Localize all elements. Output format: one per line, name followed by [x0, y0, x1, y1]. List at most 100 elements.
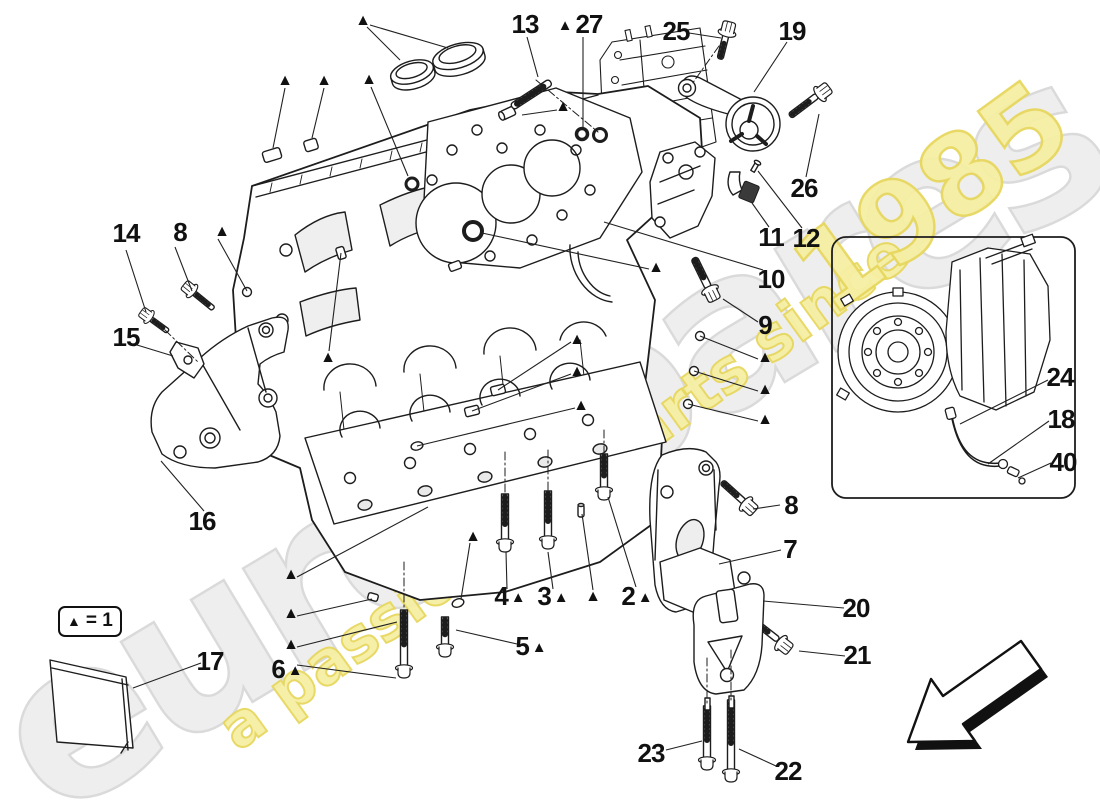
callout-label: 23 [637, 738, 666, 768]
plate-17 [49, 659, 134, 754]
direction-arrow-icon [906, 639, 1048, 750]
qty-triangle-icon: ▲ [555, 98, 571, 115]
bolt-6 [394, 609, 414, 679]
callout-label: 20 [842, 593, 871, 623]
bedplate [304, 361, 667, 525]
callout-11: 11 [758, 224, 784, 250]
bracket-10 [649, 141, 716, 239]
core-plug-small [389, 59, 436, 91]
callout-label: 27 [575, 9, 603, 39]
callout-label: 2 [621, 581, 636, 611]
callout-label: 8 [173, 217, 188, 247]
qty-triangle-icon: ▲ [287, 661, 303, 679]
callout-7: 7 [783, 534, 798, 564]
qty-triangle-icon: ▲ [569, 363, 585, 380]
bolt-23 [697, 705, 717, 771]
crankcase-skirt [323, 321, 607, 431]
callout-label: 17 [196, 646, 225, 676]
qty-triangle-icon: ▲ [277, 72, 293, 89]
callout-5: 5▲ [515, 633, 546, 659]
callout-label: 9 [758, 310, 773, 340]
callout-27: ▲27 [557, 9, 604, 39]
bolt-14 [136, 304, 170, 334]
callout-label: 7 [783, 534, 798, 564]
callout-label: 22 [774, 756, 803, 786]
qty-triangle-icon: ▲ [283, 636, 299, 653]
qty-triangle-icon: ▲ [510, 588, 526, 606]
transmission-inset [831, 233, 1076, 499]
qty-triangle-icon: ▲ [553, 588, 569, 606]
callout-label: 15 [112, 322, 141, 352]
callout-20: 20 [842, 593, 871, 623]
callout-label: 19 [778, 16, 807, 46]
bolt-25 [716, 18, 740, 60]
callout-13: 13 [511, 9, 540, 39]
qty-triangle-icon: ▲ [757, 349, 773, 366]
callout-9: 9 [758, 310, 773, 340]
callout-label: 25 [662, 16, 691, 46]
callout-17: 17 [196, 646, 225, 676]
bolt-8-left [178, 277, 215, 311]
qty-triangle-icon: ▲ [757, 411, 773, 428]
bolt-13 [510, 79, 553, 110]
callout-24: 24 [1046, 362, 1075, 392]
bolt-8-right [720, 480, 762, 520]
engine-block-drawing [49, 18, 836, 783]
callout-40: 40 [1050, 449, 1078, 475]
qty-triangle-icon: ▲ [283, 605, 299, 622]
callout-label: 13 [511, 9, 540, 39]
callout-label: 8 [784, 490, 799, 520]
bolt-5 [435, 616, 455, 658]
callout-10: 10 [757, 264, 786, 294]
bolt-4 [495, 493, 515, 553]
callout-23: 23 [637, 738, 666, 768]
callout-15: 15 [112, 322, 141, 352]
qty-triangle-icon: ▲ [316, 72, 332, 89]
callout-label: 10 [757, 264, 786, 294]
callout-label: 18 [1047, 404, 1076, 434]
qty-triangle-icon: ▲ [361, 71, 377, 88]
callout-label: 12 [792, 223, 821, 253]
callout-16: 16 [189, 508, 217, 534]
qty-triangle-icon: ▲ [320, 349, 336, 366]
callout-label: 24 [1046, 362, 1075, 392]
qty-triangle-icon: ▲ [67, 613, 81, 629]
callout-8-left: 8 [173, 217, 188, 247]
gearbox-body [945, 233, 1051, 411]
bolt-26 [788, 79, 836, 119]
callout-label: 14 [112, 218, 141, 248]
callout-21: 21 [843, 640, 872, 670]
sensor-parts [727, 159, 762, 204]
leader-lines [125, 24, 1052, 767]
qty-triangle-icon: ▲ [569, 331, 585, 348]
callout-label: 11 [758, 222, 784, 252]
bracket-15 [169, 341, 205, 379]
qty-triangle-icon: ▲ [648, 259, 664, 276]
bolt-3 [538, 490, 558, 550]
callout-label: 4 [494, 581, 509, 611]
callout-3: 3▲ [537, 583, 568, 609]
engine-mount-19 [677, 75, 781, 152]
sensor-cable-24 [944, 406, 1026, 485]
callout-12: 12 [792, 223, 821, 253]
engine-mount-20 [659, 547, 765, 711]
qty-triangle-icon: ▲ [557, 16, 573, 34]
callout-19: 19 [778, 16, 807, 46]
callout-14: 14 [112, 218, 141, 248]
callout-2: 2▲ [621, 583, 652, 609]
core-plug-large [432, 41, 486, 77]
qty-triangle-icon: ▲ [283, 566, 299, 583]
qty-triangle-icon: ▲ [465, 528, 481, 545]
callout-22: 22 [774, 756, 803, 786]
qty-triangle-icon: ▲ [531, 638, 547, 656]
callout-label: 21 [843, 640, 872, 670]
callout-18: 18 [1047, 404, 1076, 434]
qty-triangle-icon: ▲ [637, 588, 653, 606]
callout-4: 4▲ [494, 583, 525, 609]
qty-triangle-icon: ▲ [573, 397, 589, 414]
callout-label: 5 [515, 631, 530, 661]
callout-8-right: 8 [784, 490, 799, 520]
qty-triangle-icon: ▲ [585, 588, 601, 605]
callout-label: 3 [537, 581, 552, 611]
